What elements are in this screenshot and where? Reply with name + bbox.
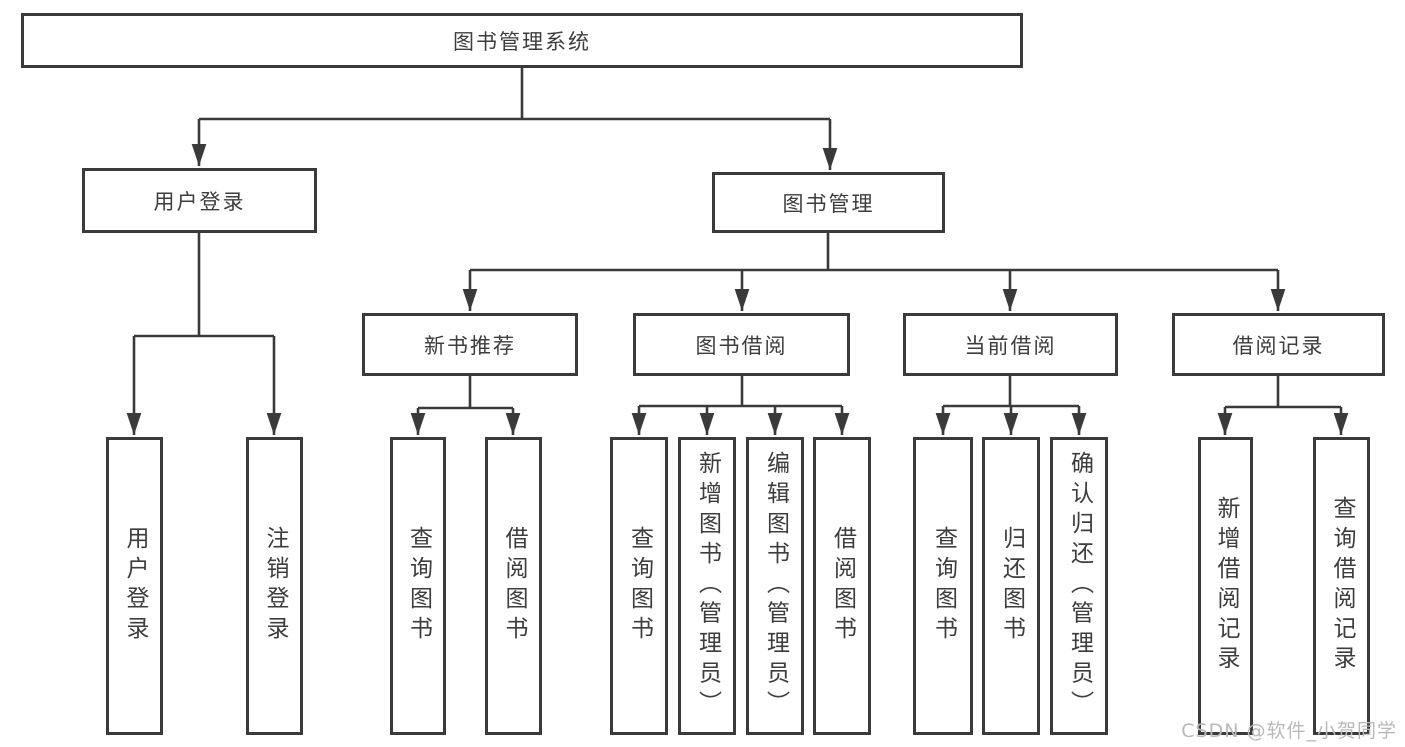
node-book-borrow: 图书借阅 — [633, 313, 850, 376]
leaf-recommend-borrow-books: 借阅图书 — [485, 437, 542, 735]
node-borrow-records: 借阅记录 — [1172, 313, 1385, 376]
node-current-borrow: 当前借阅 — [903, 313, 1118, 376]
leaf-borrow-add-books-admin: 新增图书（管理员） — [678, 437, 736, 735]
leaf-current-confirm-return-admin: 确认归还（管理员） — [1050, 437, 1108, 735]
leaf-current-query-books: 查询图书 — [913, 437, 973, 735]
leaf-user-login: 用户登录 — [106, 437, 163, 735]
node-library-management-system: 图书管理系统 — [21, 13, 1023, 68]
leaf-records-query-record: 查询借阅记录 — [1313, 437, 1370, 735]
leaf-borrow-query-books: 查询图书 — [610, 437, 668, 735]
node-book-management: 图书管理 — [712, 172, 945, 233]
leaf-recommend-query-books: 查询图书 — [390, 437, 446, 735]
leaf-borrow-borrow-books: 借阅图书 — [813, 437, 871, 735]
leaf-current-return-books: 归还图书 — [982, 437, 1040, 735]
node-user-login: 用户登录 — [82, 168, 317, 233]
leaf-logout: 注销登录 — [246, 437, 303, 735]
leaf-borrow-edit-books-admin: 编辑图书（管理员） — [746, 437, 804, 735]
node-new-book-recommend: 新书推荐 — [362, 313, 578, 376]
csdn-watermark: CSDN @软件_小贺同学 — [1181, 720, 1397, 742]
leaf-records-add-record: 新增借阅记录 — [1198, 437, 1253, 735]
